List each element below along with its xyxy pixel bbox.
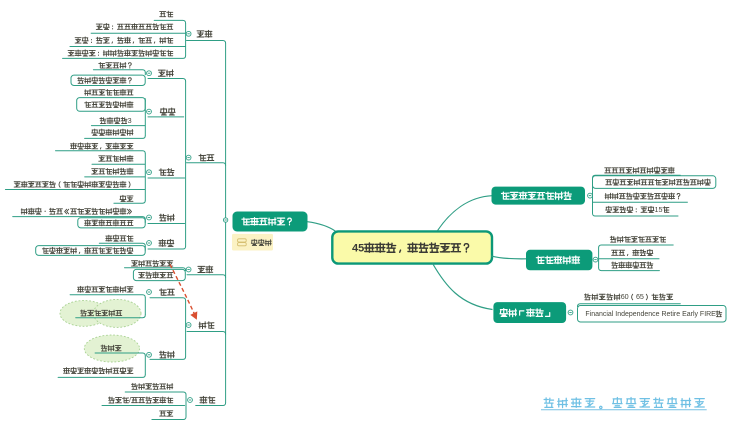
svg-text:Financial Independence Retire: Financial Independence Retire Early FIRE — [585, 311, 716, 318]
svg-text:/: / — [129, 395, 131, 404]
svg-text:45: 45 — [352, 242, 364, 254]
svg-text:3: 3 — [128, 116, 132, 125]
svg-text:65: 65 — [636, 292, 644, 301]
svg-text:60: 60 — [621, 292, 629, 301]
svg-text:15: 15 — [655, 205, 663, 214]
